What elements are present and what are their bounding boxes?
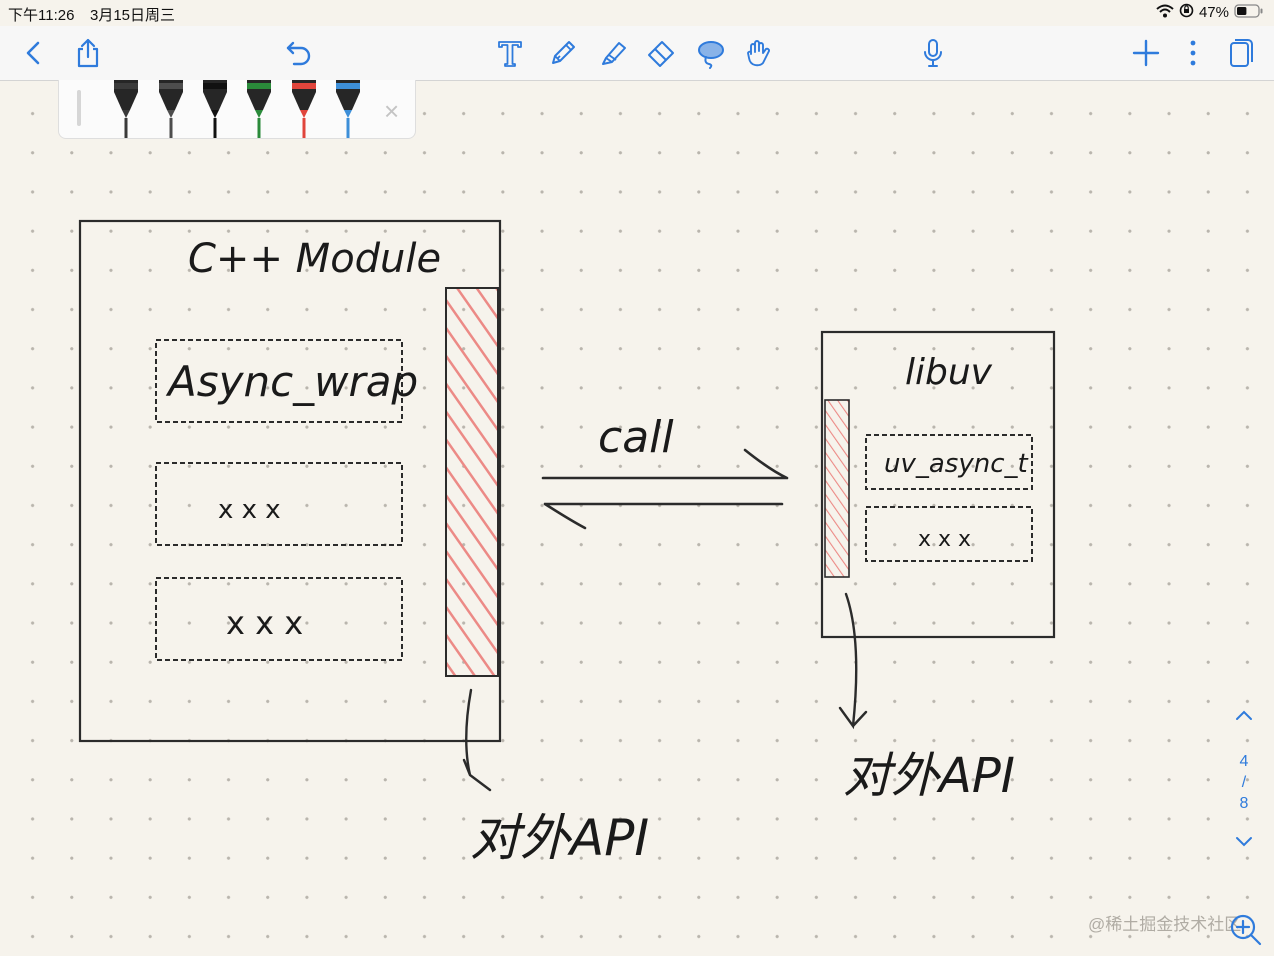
- async-wrap-box: [155, 339, 403, 423]
- pages-icon[interactable]: [1221, 34, 1259, 72]
- add-page-icon[interactable]: [1127, 34, 1165, 72]
- watermark: @稀土掘金技术社区: [1088, 915, 1242, 934]
- status-date: 3月15日周三: [90, 7, 176, 24]
- api-label-left: 对外API: [470, 809, 649, 867]
- back-chevron-icon[interactable]: [14, 34, 52, 72]
- cpp-module-box: [78, 219, 502, 743]
- page-separator: /: [1241, 774, 1247, 791]
- tray-handle[interactable]: [77, 90, 81, 126]
- pen-blue[interactable]: [333, 80, 363, 138]
- battery-icon: [1234, 3, 1264, 22]
- share-icon[interactable]: [69, 34, 107, 72]
- page-navigator: 4 / 8: [1228, 708, 1260, 858]
- pen-green[interactable]: [244, 80, 274, 138]
- toolbar: [0, 26, 1274, 81]
- libuv-placeholder-label: x x x: [918, 527, 971, 552]
- placeholder-label-1: x x x: [218, 495, 281, 525]
- call-label: call: [598, 412, 674, 463]
- libuv-placeholder-box: [865, 506, 1033, 562]
- async-wrap-label: Async_wrap: [165, 357, 418, 406]
- pen-red[interactable]: [289, 80, 319, 138]
- libuv-title: libuv: [905, 352, 993, 393]
- more-icon[interactable]: [1174, 34, 1212, 72]
- microphone-icon[interactable]: [914, 34, 952, 72]
- undo-icon[interactable]: [280, 34, 318, 72]
- highlighter-tool-icon[interactable]: [594, 34, 632, 72]
- placeholder-label-2: x x x: [226, 604, 303, 642]
- pen-dark-gray[interactable]: [111, 80, 141, 138]
- status-bar: 下午11:26 3月15日周三 47%: [0, 0, 1274, 26]
- close-tray-icon[interactable]: ×: [384, 96, 400, 126]
- chevron-up-icon[interactable]: [1235, 708, 1253, 726]
- chevron-down-icon[interactable]: [1235, 835, 1253, 853]
- page-total: 8: [1239, 795, 1249, 812]
- lasso-tool-icon[interactable]: [691, 34, 729, 72]
- cpp-api-hatch: [445, 287, 499, 677]
- uv-async-box: [865, 434, 1033, 490]
- zoom-icon[interactable]: [1226, 906, 1266, 950]
- cpp-module-title: C++ Module: [188, 236, 441, 282]
- placeholder-box-1: [155, 462, 403, 546]
- pen-tool-icon[interactable]: [544, 34, 582, 72]
- placeholder-box-2: [155, 577, 403, 661]
- api-label-right: 对外API: [843, 748, 1015, 804]
- pen-black[interactable]: [200, 80, 230, 138]
- status-time: 下午11:26: [8, 7, 75, 24]
- hand-tool-icon[interactable]: [739, 34, 777, 72]
- libuv-api-hatch: [824, 399, 850, 578]
- pen-gray[interactable]: [156, 80, 186, 138]
- page-current: 4: [1239, 753, 1249, 770]
- libuv-api-arrow: [838, 592, 868, 730]
- call-arrow: [541, 448, 789, 480]
- dotted-paper[interactable]: [0, 80, 1274, 956]
- uv-async-label: uv_async_t: [884, 449, 1029, 479]
- wifi-icon: [1156, 4, 1174, 22]
- eraser-tool-icon[interactable]: [642, 34, 680, 72]
- battery-percent: 47%: [1198, 4, 1229, 21]
- return-arrow: [543, 502, 784, 530]
- orientation-lock-icon: [1179, 3, 1194, 22]
- libuv-box: [820, 330, 1056, 639]
- status-right: 47%: [1156, 3, 1264, 22]
- pen-tray: ×: [58, 80, 416, 139]
- text-tool-icon[interactable]: [491, 34, 529, 72]
- cpp-api-arrow: [462, 688, 492, 792]
